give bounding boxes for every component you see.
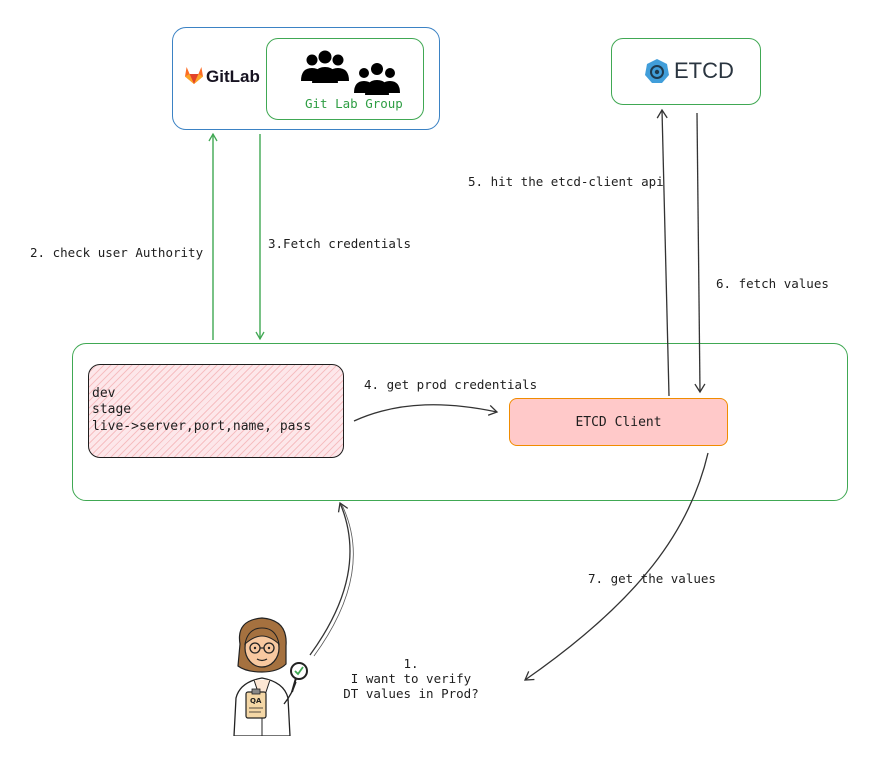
qa-person-icon: QA bbox=[233, 617, 308, 736]
gitlab-logo-text: GitLab bbox=[206, 67, 260, 86]
step-1-line-1: I want to verify bbox=[350, 671, 472, 686]
application-container bbox=[72, 343, 848, 501]
step-7-label: 7. get the values bbox=[588, 571, 716, 586]
group-icon bbox=[301, 50, 400, 97]
user-question: 1. I want to verify DT values in Prod? bbox=[336, 656, 486, 701]
qa-badge-text: QA bbox=[250, 697, 262, 705]
step-1-number: 1. bbox=[403, 656, 419, 671]
etcd-box bbox=[611, 38, 761, 105]
arrow-get-prod-credentials bbox=[353, 404, 499, 422]
etcd-client-label: ETCD Client bbox=[575, 414, 662, 430]
step-3-label: 3.Fetch credentials bbox=[268, 236, 411, 251]
gitlab-container bbox=[172, 27, 440, 130]
etcd-logo-text: ETCD bbox=[674, 58, 734, 83]
env-dev: dev bbox=[92, 386, 116, 401]
gitlab-group-label: Git Lab Group bbox=[305, 96, 403, 111]
environment-list-box bbox=[88, 364, 344, 458]
step-6-label: 6. fetch values bbox=[716, 276, 829, 291]
arrow-fetch-values bbox=[694, 112, 706, 394]
gitlab-group-box bbox=[266, 38, 424, 120]
step-1-line-2: DT values in Prod? bbox=[343, 686, 479, 701]
env-stage: stage bbox=[92, 402, 132, 417]
gitlab-fox-icon bbox=[185, 67, 203, 84]
arrow-hit-etcd-api bbox=[656, 108, 670, 397]
arrow-get-the-values bbox=[523, 452, 709, 681]
etcd-logo-icon bbox=[645, 59, 669, 83]
etcd-client-box: ETCD Client bbox=[509, 398, 728, 446]
step-5-label: 5. hit the etcd-client api bbox=[468, 174, 664, 189]
env-live: live->server,port,name, pass bbox=[92, 419, 312, 434]
arrow-verify-request bbox=[309, 501, 351, 656]
step-4-label: 4. get prod credentials bbox=[364, 377, 538, 392]
step-2-label: 2. check user Authority bbox=[30, 245, 204, 260]
